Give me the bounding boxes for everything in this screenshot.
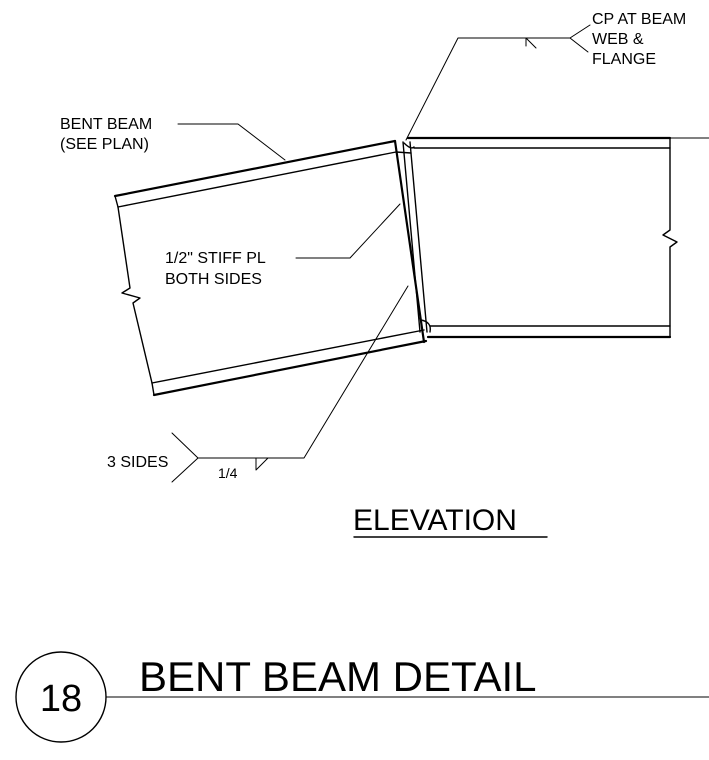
cp-note-line2: WEB &: [592, 31, 644, 48]
stiffener-plate-2: [409, 141, 428, 333]
weld-bead-bottom: [420, 319, 431, 333]
stiffener-leader: [295, 203, 401, 259]
cp-leader-line: [405, 24, 591, 141]
straight-beam-break-line: [662, 137, 678, 338]
weld-sides-note: 3 SIDES: [107, 454, 168, 471]
stiffener-note-line2: BOTH SIDES: [165, 271, 262, 288]
cp-note-line3: FLANGE: [592, 51, 656, 68]
cp-weld-symbol: [525, 37, 537, 49]
bent-beam-top-flange-outer: [113, 139, 397, 198]
weld-size-note: 1/4: [218, 465, 238, 481]
bent-beam-top-flange-inner: [117, 151, 397, 208]
bent-beam-note-line2: (SEE PLAN): [60, 136, 149, 153]
stiffener-note-line1: 1/2" STIFF PL: [165, 250, 266, 267]
view-title: ELEVATION: [353, 504, 517, 537]
bent-beam-note-line1: BENT BEAM: [60, 116, 152, 133]
end-plate-outer: [393, 139, 426, 344]
fillet-weld-symbol: [255, 457, 269, 471]
bent-beam-top-flange-end: [114, 195, 119, 208]
bent-beam-break-line: [117, 206, 153, 384]
weld-leader-line: [171, 285, 409, 459]
bent-beam-leader: [177, 123, 286, 161]
bent-beam-bottom-flange-end: [151, 382, 155, 396]
bent-beam-bottom-flange-inner: [151, 329, 425, 384]
detail-number: 18: [40, 678, 82, 720]
straight-beam: [403, 136, 709, 339]
weld-bead-top: [403, 142, 415, 149]
stiffener-plate-1: [402, 141, 421, 333]
bent-beam: [113, 139, 428, 397]
bent-beam-bottom-flange-outer: [152, 339, 428, 397]
detail-title: BENT BEAM DETAIL: [139, 653, 537, 700]
cp-leader-tail: [569, 37, 589, 53]
stiffener-top-edge: [395, 151, 412, 154]
weld-leader-tail: [171, 457, 199, 483]
cp-note-line1: CP AT BEAM: [592, 11, 686, 28]
